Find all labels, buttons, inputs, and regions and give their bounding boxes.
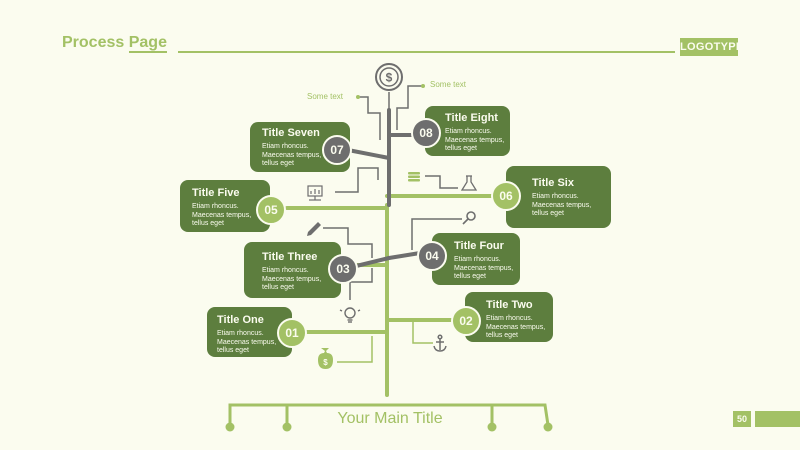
coin-stack-icon bbox=[408, 172, 420, 182]
card-title: Title Two bbox=[486, 299, 533, 311]
some-text-left: Some text bbox=[307, 92, 344, 101]
pencil-icon bbox=[307, 222, 321, 236]
badge-01: 01 bbox=[277, 318, 307, 348]
icon-connectors bbox=[323, 85, 462, 300]
card-title: Title Eight bbox=[445, 112, 498, 124]
card-title-one: Title One Etiam rhoncus. Maecenas tempus… bbox=[207, 307, 292, 357]
card-title: Title Five bbox=[192, 187, 240, 199]
header-title-a: Process bbox=[62, 34, 129, 51]
header-rule bbox=[178, 51, 675, 53]
flask-icon bbox=[460, 175, 478, 191]
card-body: Etiam rhoncus. Maecenas tempus, tellus e… bbox=[262, 267, 322, 291]
badge-03: 03 bbox=[328, 254, 358, 284]
card-body: Etiam rhoncus. Maecenas tempus, tellus e… bbox=[262, 143, 322, 167]
card-title: Title Seven bbox=[262, 127, 320, 139]
svg-text:$: $ bbox=[323, 358, 328, 367]
main-title: Your Main Title bbox=[337, 410, 443, 427]
card-body: Etiam rhoncus. Maecenas tempus, tellus e… bbox=[486, 315, 546, 339]
header-title-b: Page bbox=[128, 34, 167, 53]
page-number: 50 bbox=[733, 411, 751, 427]
card-body: Etiam rhoncus. Maecenas tempus, tellus e… bbox=[192, 203, 252, 227]
card-title-three: Title Three Etiam rhoncus. Maecenas temp… bbox=[244, 242, 341, 298]
badge-04: 04 bbox=[417, 241, 447, 271]
card-title: Title Four bbox=[454, 240, 504, 252]
page-bar bbox=[755, 411, 800, 427]
header-title: Process Page bbox=[62, 34, 167, 53]
card-title: Title Six bbox=[532, 177, 574, 189]
logo: LOGOTYPE bbox=[680, 38, 743, 56]
chart-board-icon bbox=[307, 185, 323, 201]
badge-06: 06 bbox=[491, 181, 521, 211]
money-bag-icon: $ bbox=[318, 348, 333, 369]
badge-07: 07 bbox=[322, 135, 352, 165]
badge-05: 05 bbox=[256, 195, 286, 225]
card-body: Etiam rhoncus. Maecenas tempus, tellus e… bbox=[217, 330, 277, 354]
card-title-two: Title Two Etiam rhoncus. Maecenas tempus… bbox=[465, 292, 553, 342]
card-body: Etiam rhoncus. Maecenas tempus, tellus e… bbox=[445, 128, 505, 152]
root-dots bbox=[225, 84, 553, 432]
some-text-right: Some text bbox=[430, 80, 467, 89]
card-title-six: Title Six Etiam rhoncus. Maecenas tempus… bbox=[506, 166, 611, 228]
card-title: Title One bbox=[217, 314, 264, 326]
dollar-coin-icon: $ bbox=[375, 63, 403, 91]
svg-text:$: $ bbox=[386, 71, 393, 85]
card-title: Title Three bbox=[262, 251, 318, 263]
badge-08: 08 bbox=[411, 118, 441, 148]
card-body: Etiam rhoncus. Maecenas tempus, tellus e… bbox=[454, 256, 514, 280]
anchor-icon bbox=[433, 334, 447, 352]
lightbulb-icon bbox=[339, 307, 361, 323]
badge-02: 02 bbox=[451, 306, 481, 336]
card-body: Etiam rhoncus. Maecenas tempus, tellus e… bbox=[532, 193, 592, 217]
green-connectors bbox=[337, 322, 433, 363]
magnifier-icon bbox=[462, 211, 476, 225]
card-title-five: Title Five Etiam rhoncus. Maecenas tempu… bbox=[180, 180, 270, 232]
